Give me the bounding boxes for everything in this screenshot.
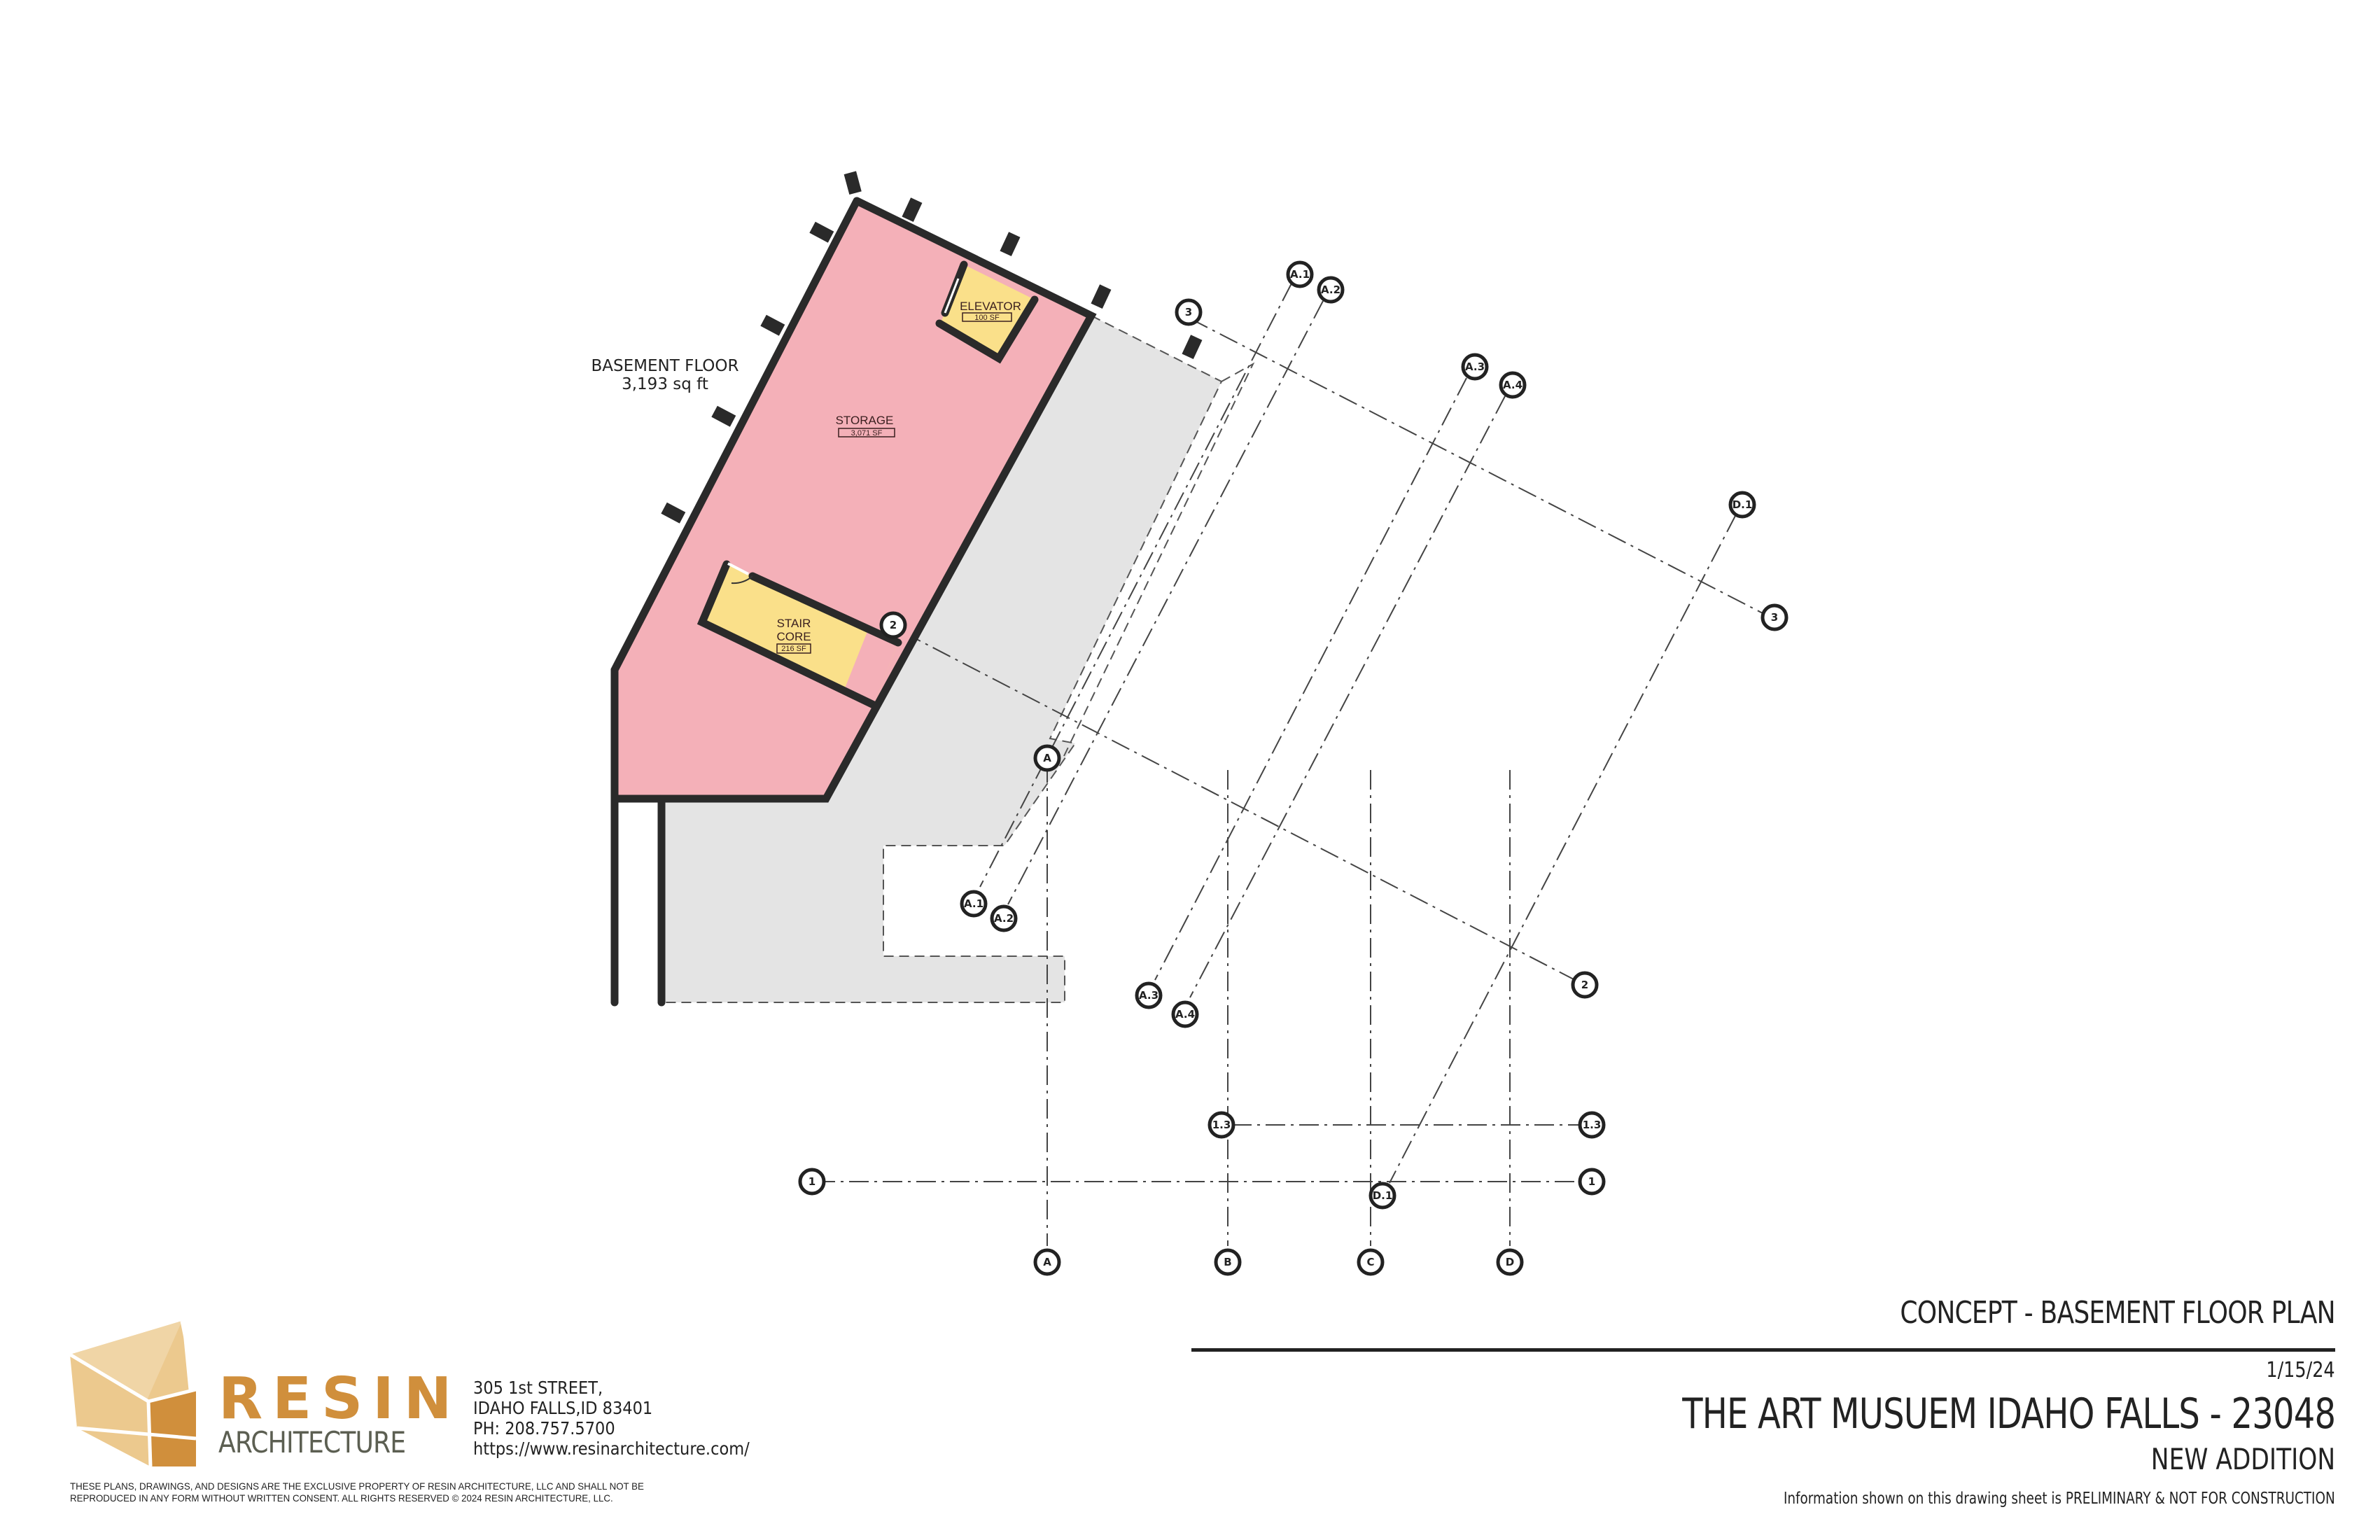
grid-bubble-A2-top: A.2 [1317, 276, 1345, 304]
svg-text:ELEVATOR: ELEVATOR [960, 300, 1021, 313]
grid-bubble-A1-top: A.1 [1286, 260, 1314, 288]
grid-bubble-C-bottom: C [1357, 1248, 1385, 1276]
stair-core-room[interactable] [696, 560, 902, 709]
phone: PH: 208.757.5700 [473, 1418, 615, 1438]
sheet-date: 1/15/24 [2266, 1358, 2335, 1382]
svg-text:2: 2 [890, 619, 897, 631]
stair-core-label: STAIR CORE 216 SF [776, 617, 811, 654]
existing-building-area [662, 315, 1223, 1003]
grid-bubble-1-left: 1 [798, 1168, 826, 1196]
storage-room[interactable] [615, 201, 1091, 799]
grid-bubble-A4-top: A.4 [1499, 371, 1527, 399]
svg-text:A.2: A.2 [1321, 284, 1340, 296]
elevator-room[interactable] [935, 260, 1039, 364]
svg-text:A.2: A.2 [994, 912, 1014, 925]
website-link[interactable]: https://www.resinarchitecture.com/ [473, 1438, 750, 1459]
svg-text:1.3: 1.3 [1212, 1119, 1231, 1131]
grid-bubble-A4-bottom: A.4 [1171, 1000, 1199, 1028]
copyright-line-1: THESE PLANS, DRAWINGS, AND DESIGNS ARE T… [70, 1480, 644, 1492]
svg-text:A.4: A.4 [1175, 1008, 1195, 1021]
grid-bubble-A-top: A [1033, 744, 1061, 772]
project-title: THE ART MUSUEM IDAHO FALLS - 23048 [1682, 1390, 2336, 1438]
pilasters [661, 171, 1203, 524]
grid-bubble-D1-bottom: D.1 [1368, 1182, 1396, 1210]
svg-text:A.4: A.4 [1503, 379, 1522, 391]
svg-text:1: 1 [1588, 1175, 1595, 1188]
elevator-label: ELEVATOR 100 SF [960, 300, 1021, 322]
floor-label-area: 3,193 sq ft [622, 375, 708, 393]
grid-bubble-A1-bottom: A.1 [960, 890, 988, 918]
svg-text:3: 3 [1185, 306, 1192, 318]
firm-contact: 305 1st STREET, IDAHO FALLS,ID 83401 PH:… [473, 1378, 750, 1459]
address-line-1: 305 1st STREET, [473, 1378, 603, 1398]
svg-text:A.3: A.3 [1465, 360, 1485, 373]
project-subtitle: NEW ADDITION [2150, 1442, 2335, 1476]
svg-text:C: C [1366, 1256, 1374, 1268]
svg-text:A: A [1043, 752, 1051, 764]
svg-text:100 SF: 100 SF [974, 314, 1000, 322]
svg-text:A.3: A.3 [1139, 989, 1158, 1002]
svg-text:1: 1 [808, 1175, 816, 1188]
svg-text:A: A [1043, 1256, 1051, 1268]
resin-logo-icon [69, 1320, 198, 1467]
dashed-outline [1063, 362, 1255, 757]
grid-bubble-3-right: 3 [1760, 603, 1788, 631]
svg-text:A.1: A.1 [1290, 268, 1310, 281]
grid-bubble-3-top: 3 [1175, 298, 1203, 326]
grid-bubble-1-3-left: 1.3 [1208, 1111, 1236, 1139]
grid-bubble-1-right: 1 [1578, 1168, 1606, 1196]
svg-text:D: D [1506, 1256, 1514, 1268]
storage-label: STORAGE 3,071 SF [836, 414, 895, 438]
preliminary-disclaimer: Information shown on this drawing sheet … [1784, 1490, 2335, 1508]
floor-label-title: BASEMENT FLOOR [591, 357, 739, 375]
svg-text:A.1: A.1 [964, 897, 983, 910]
address-line-2: IDAHO FALLS,ID 83401 [473, 1398, 653, 1418]
grid-bubble-1-3-right: 1.3 [1578, 1111, 1606, 1139]
exterior-walls [610, 197, 1097, 1007]
grid-bubble-2-right: 2 [1571, 971, 1599, 999]
grid-bubble-A3-bottom: A.3 [1135, 981, 1163, 1009]
svg-text:D.1: D.1 [1732, 498, 1753, 511]
svg-text:2: 2 [1581, 979, 1588, 991]
copyright-line-2: REPRODUCED IN ANY FORM WITHOUT WRITTEN C… [70, 1492, 613, 1504]
grid-lines [816, 283, 1765, 1246]
firm-name-sub: ARCHITECTURE [218, 1425, 406, 1460]
svg-text:STORAGE: STORAGE [836, 414, 894, 427]
grid-bubble-A2-bottom: A.2 [990, 904, 1018, 932]
basement-floor-label: BASEMENT FLOOR 3,193 sq ft [574, 357, 756, 393]
svg-text:D.1: D.1 [1373, 1189, 1393, 1202]
firm-name: RESIN [218, 1366, 462, 1432]
sheet-title: CONCEPT - BASEMENT FLOOR PLAN [1900, 1295, 2336, 1331]
grid-bubble-B-bottom: B [1214, 1248, 1242, 1276]
title-divider [1191, 1348, 2335, 1352]
grid-bubble-2-top: 2 [879, 611, 907, 639]
grid-bubble-A-bottom: A [1033, 1248, 1061, 1276]
svg-text:1.3: 1.3 [1583, 1119, 1602, 1131]
svg-text:3,071 SF: 3,071 SF [851, 429, 883, 438]
grid-bubble-D-bottom: D [1496, 1248, 1524, 1276]
svg-text:3: 3 [1771, 611, 1778, 624]
svg-text:B: B [1224, 1256, 1231, 1268]
grid-bubble-D1-top: D.1 [1728, 491, 1756, 519]
copyright-notice: THESE PLANS, DRAWINGS, AND DESIGNS ARE T… [70, 1480, 748, 1504]
svg-text:STAIR: STAIR [777, 617, 811, 630]
svg-text:CORE: CORE [776, 630, 811, 643]
svg-text:216 SF: 216 SF [781, 645, 806, 653]
grid-bubble-A3-top: A.3 [1461, 353, 1489, 381]
